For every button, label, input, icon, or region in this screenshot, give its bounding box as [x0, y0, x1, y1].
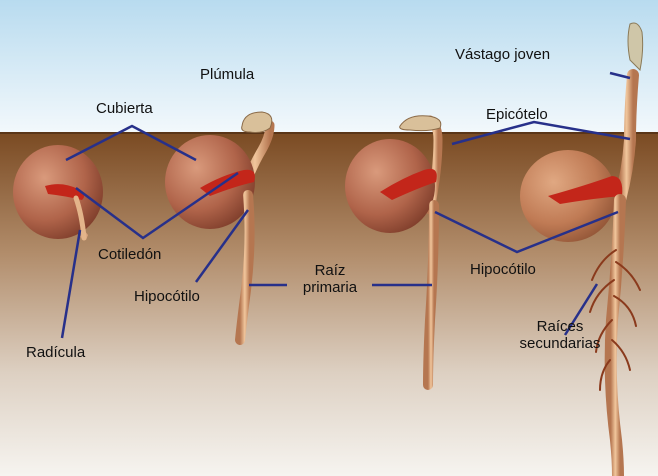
label-hipocotilo-1: Hipocótilo: [134, 288, 200, 305]
label-radicula: Radícula: [26, 344, 85, 361]
label-raiz-primaria-line1: Raíz: [290, 262, 370, 279]
label-raices-secundarias-line1: Raíces: [510, 318, 610, 335]
label-raices-secundarias-line2: secundarias: [510, 335, 610, 352]
label-raices-secundarias: Raíces secundarias: [510, 318, 610, 352]
label-epicotelo: Epicótelo: [486, 106, 548, 123]
label-cotiledon: Cotiledón: [98, 246, 161, 263]
label-plumula: Plúmula: [200, 66, 254, 83]
label-vastago-joven: Vástago joven: [455, 46, 550, 63]
label-raiz-primaria: Raíz primaria: [290, 262, 370, 296]
label-cubierta: Cubierta: [96, 100, 153, 117]
label-raiz-primaria-line2: primaria: [290, 279, 370, 296]
label-hipocotilo-2: Hipocótilo: [470, 261, 536, 278]
